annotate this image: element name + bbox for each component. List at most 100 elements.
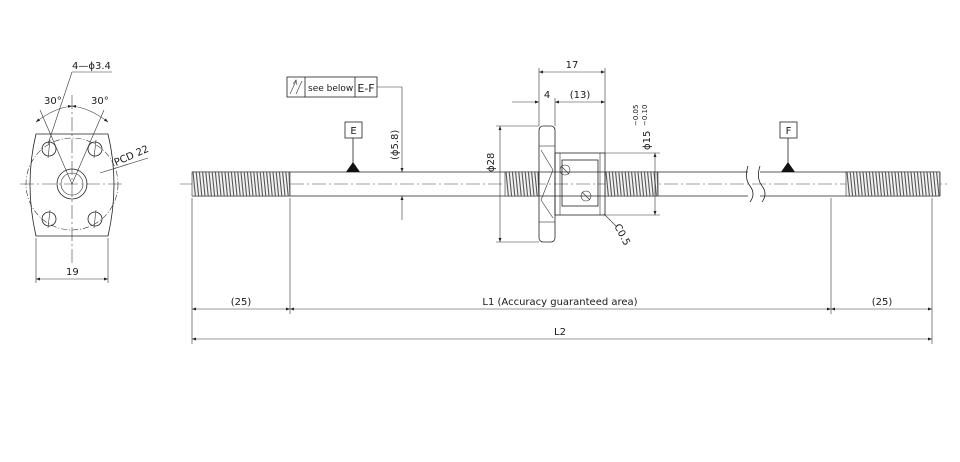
thread-line (878, 171, 882, 197)
thread-line (634, 171, 638, 197)
thread-line (243, 171, 248, 197)
pcd-label: PCD 22 (113, 144, 151, 169)
thread-line (266, 171, 270, 197)
thread-line (894, 171, 898, 197)
thread-line (862, 171, 866, 197)
thread-line (278, 171, 283, 197)
runout-datum-ref: E-F (357, 82, 374, 95)
thread-line (923, 171, 927, 197)
thread-line (624, 171, 629, 197)
thread-line (932, 171, 937, 197)
wiper-mark-2 (580, 190, 592, 202)
thread-line (288, 171, 291, 197)
thread-line (859, 171, 863, 197)
bolt-hole-mark (47, 209, 51, 229)
thread-line (615, 171, 619, 197)
thread-line (621, 171, 625, 197)
thread-line (891, 171, 895, 197)
chamfer-leader (603, 213, 617, 227)
thread-line (524, 171, 529, 197)
break-mark-right (758, 165, 766, 203)
thread-line (237, 171, 241, 197)
datum-f-triangle (781, 162, 795, 172)
thread-line (852, 171, 857, 197)
thread-line (282, 171, 286, 197)
angle-arc-left (35, 104, 73, 123)
thread-line (262, 171, 267, 197)
thread-line (253, 171, 257, 197)
angle-right-label: 30° (91, 96, 109, 107)
datum-f-letter: F (786, 126, 792, 137)
thread-line (230, 171, 235, 197)
angle-ray-left (39, 109, 73, 185)
thread-line (936, 171, 940, 197)
bolt-hole-mark (47, 139, 51, 159)
datum-f-box (779, 121, 798, 139)
nut-dia-tol-upper: −0.05 (632, 105, 640, 126)
thread-line (888, 171, 892, 197)
nut-body (554, 152, 606, 216)
thread-line (856, 171, 860, 197)
thread-line (527, 171, 532, 197)
thread-line (192, 171, 196, 197)
nut-body-label: (13) (570, 90, 591, 101)
total-runout-icon (289, 79, 303, 95)
thread-line (508, 171, 513, 197)
thread-line (897, 171, 902, 197)
wiper-mark-1 (559, 164, 571, 176)
screw-shaft (180, 165, 948, 203)
thread-line (515, 171, 519, 197)
thread-line (875, 171, 879, 197)
bolt-hole-top-left (41, 141, 57, 157)
thread-line (218, 171, 222, 197)
thread-line (637, 171, 641, 197)
thread-line (234, 171, 238, 197)
thread-line (224, 171, 228, 197)
runout-note: see below (308, 84, 353, 94)
thread-line (511, 171, 516, 197)
thread-line (929, 171, 934, 197)
thread-line (904, 171, 908, 197)
end-left-label: (25) (231, 297, 252, 308)
bolt-hole-mark (93, 209, 97, 229)
bolt-hole-bottom-right (87, 211, 103, 227)
shaft-hole-inner (60, 172, 84, 196)
thread-line (531, 171, 535, 197)
thread-line (631, 171, 635, 197)
thread-line (926, 171, 930, 197)
angle-arc-right (71, 104, 109, 123)
thread-line (227, 171, 232, 197)
thread-line (211, 171, 216, 197)
thread-line (250, 171, 254, 197)
thread-line (611, 171, 616, 197)
break-mark-left (746, 165, 754, 203)
thread-line (910, 171, 914, 197)
thread-line (240, 171, 244, 197)
bolt-hole-mark (93, 139, 97, 159)
datum-e (344, 121, 363, 172)
thread-line (627, 171, 632, 197)
shaft-threads (191, 171, 941, 197)
l2-label: L2 (554, 327, 566, 338)
flange-outline (29, 133, 115, 237)
thread-line (920, 171, 924, 197)
thread-line (605, 171, 609, 197)
thread-line (246, 171, 251, 197)
thread-line (505, 171, 509, 197)
holes-label: 4—ϕ3.4 (72, 61, 111, 72)
datum-e-box (344, 121, 363, 139)
thread-line (872, 171, 876, 197)
thread-line (916, 171, 921, 197)
pcd-circle (25, 137, 119, 231)
thread-line (272, 171, 276, 197)
wiper-mark-2-slash (581, 191, 591, 201)
thread-line (647, 171, 651, 197)
thread-line (884, 171, 889, 197)
shaft-hole (56, 168, 88, 200)
nut-front-view (20, 71, 149, 283)
thread-line (868, 171, 873, 197)
thread-line (643, 171, 648, 197)
datum-e-letter: E (350, 126, 356, 137)
thread-line (198, 171, 203, 197)
